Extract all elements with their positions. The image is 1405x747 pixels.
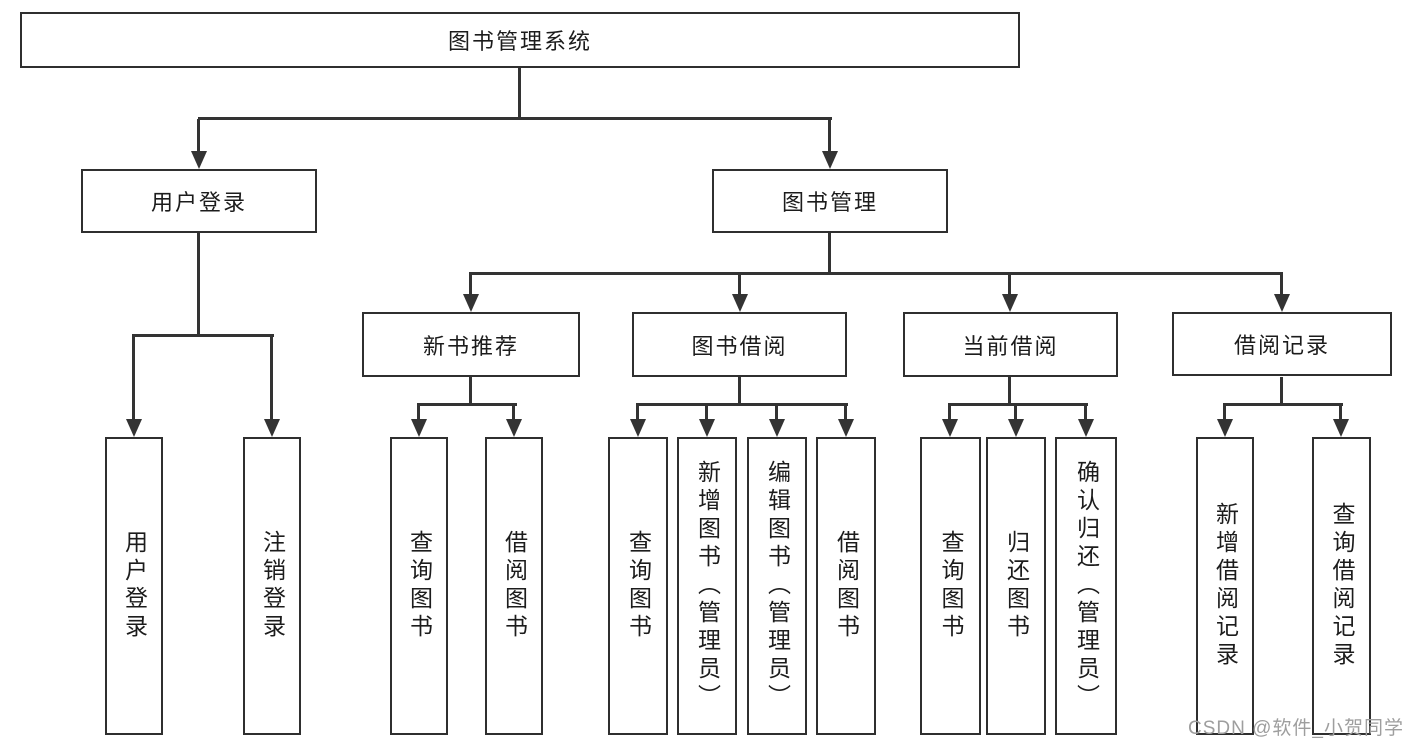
connector-records-stem [1280,377,1283,405]
leaf-query-books-3: 查询图书 [920,437,981,735]
leaf-query-borrow-record: 查询借阅记录 [1312,437,1371,735]
node-new-book-recommend: 新书推荐 [362,312,580,377]
arrow-down-icon [1078,419,1094,437]
connector-current-bar [948,403,1088,406]
leaf-query-books-2: 查询图书 [608,437,668,735]
arrow-down-icon [699,419,715,437]
arrow-down-icon [1217,419,1233,437]
connector-newbooks-stem [469,377,472,405]
connector-borrow-branch-1 [636,405,639,420]
connector-userlogin-branch-2 [270,336,273,420]
leaf-user-login: 用户登录 [105,437,163,735]
arrow-down-icon [264,419,280,437]
connector-userlogin-bar [132,334,274,337]
connector-root-bar [198,117,832,120]
connector-root-stem [518,68,521,118]
connector-borrow-branch-4 [844,405,847,420]
csdn-watermark: CSDN @软件_小贺同学 [1188,718,1404,739]
connector-bookmgmt-branch-1 [469,274,472,295]
connector-borrow-bar [636,403,848,406]
leaf-query-books-1: 查询图书 [390,437,448,735]
connector-current-branch-1 [948,405,951,420]
arrow-down-icon [1333,419,1349,437]
connector-borrow-branch-2 [705,405,708,420]
connector-newbooks-bar [417,403,517,406]
leaf-edit-books-admin: 编辑图书（管理员） [747,437,807,735]
leaf-borrow-books-2: 借阅图书 [816,437,876,735]
connector-bookmgmt-branch-3 [1008,274,1011,295]
leaf-add-borrow-record: 新增借阅记录 [1196,437,1254,735]
connector-bookmgmt-branch-4 [1280,274,1283,295]
arrow-down-icon [822,151,838,169]
connector-current-branch-3 [1084,405,1087,420]
connector-root-branch-left [197,119,200,152]
node-book-borrowing: 图书借阅 [632,312,847,377]
connector-current-branch-2 [1014,405,1017,420]
connector-userlogin-stem [197,233,200,336]
arrow-down-icon [1008,419,1024,437]
arrow-down-icon [630,419,646,437]
arrow-down-icon [942,419,958,437]
arrow-down-icon [191,151,207,169]
node-book-management: 图书管理 [712,169,948,233]
connector-bookmgmt-stem [828,233,831,274]
leaf-return-books: 归还图书 [986,437,1046,735]
leaf-add-books-admin: 新增图书（管理员） [677,437,737,735]
arrow-down-icon [1274,294,1290,312]
arrow-down-icon [1002,294,1018,312]
node-user-login: 用户登录 [81,169,317,233]
connector-borrow-stem [738,377,741,405]
connector-root-branch-right [828,119,831,152]
node-borrowing-records: 借阅记录 [1172,312,1392,376]
arrow-down-icon [506,419,522,437]
leaf-borrow-books-1: 借阅图书 [485,437,543,735]
connector-userlogin-branch-1 [132,336,135,420]
connector-records-branch-1 [1223,405,1226,420]
connector-newbooks-branch-1 [417,405,420,420]
connector-borrow-branch-3 [775,405,778,420]
connector-newbooks-branch-2 [512,405,515,420]
arrow-down-icon [769,419,785,437]
leaf-confirm-return-admin: 确认归还（管理员） [1055,437,1117,735]
connector-bookmgmt-branch-2 [738,274,741,295]
node-root: 图书管理系统 [20,12,1020,68]
connector-current-stem [1008,377,1011,405]
arrow-down-icon [463,294,479,312]
arrow-down-icon [732,294,748,312]
arrow-down-icon [126,419,142,437]
node-current-borrowing: 当前借阅 [903,312,1118,377]
connector-records-bar [1223,403,1343,406]
arrow-down-icon [411,419,427,437]
arrow-down-icon [838,419,854,437]
leaf-logout: 注销登录 [243,437,301,735]
connector-bookmgmt-bar [469,272,1283,275]
connector-records-branch-2 [1339,405,1342,420]
